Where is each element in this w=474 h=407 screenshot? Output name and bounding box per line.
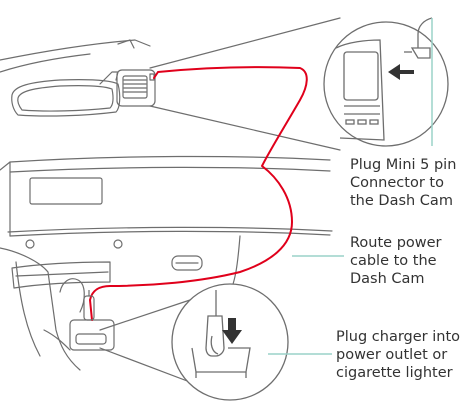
dash-cam-small [116, 69, 156, 107]
rear-view-mirror [11, 71, 121, 117]
storage-slot [59, 278, 85, 313]
route-label-line3: Dash Cam [350, 271, 425, 287]
connector-label-line1: Plug Mini 5 pin [350, 157, 457, 173]
connector-label-line3: the Dash Cam [350, 193, 453, 209]
route-label: Route power cable to the Dash Cam [350, 234, 442, 288]
charger-label-line3: cigarette lighter [336, 365, 453, 381]
center-display [29, 177, 103, 205]
arrow-left-icon [388, 64, 414, 80]
dash-cam-closeup [335, 39, 385, 141]
connector-label-line2: Connector to [350, 175, 444, 191]
connector-label: Plug Mini 5 pin Connector to the Dash Ca… [350, 156, 456, 210]
charger-callout [171, 283, 289, 401]
power-cable [89, 66, 308, 321]
console-knob [25, 239, 35, 249]
arrow-down-icon [222, 318, 242, 344]
charger-small [83, 290, 95, 321]
connector-callout [323, 17, 449, 147]
route-label-line1: Route power [350, 235, 442, 251]
charger-label-line2: power outlet or [336, 347, 448, 363]
charger-plug-closeup [205, 315, 225, 357]
charger-label: Plug charger into power outlet or cigare… [336, 328, 460, 382]
mini-usb-plug [410, 47, 431, 59]
windshield-top-line [0, 39, 151, 61]
console-left [0, 247, 81, 371]
route-label-line2: cable to the [350, 253, 437, 269]
dashboard-top [9, 155, 331, 163]
vent-left [11, 261, 111, 289]
dashboard-bottom [7, 226, 333, 233]
windshield-corner [0, 53, 91, 73]
charger-label-line1: Plug charger into [336, 329, 461, 345]
vent-right [171, 255, 203, 271]
